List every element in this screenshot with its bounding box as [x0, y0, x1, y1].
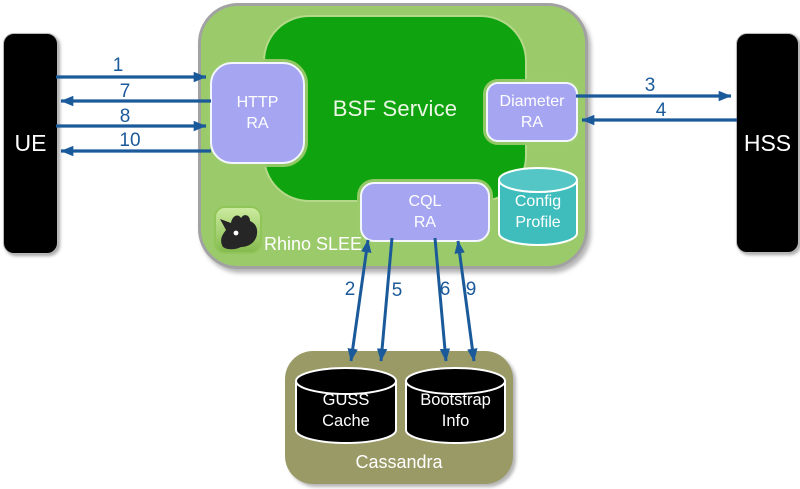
http-ra-label-line1: HTTP	[236, 94, 279, 111]
bootstrap-info-label-line2: Info	[441, 412, 470, 430]
hss-node: HSS	[736, 33, 799, 253]
cassandra-label: Cassandra	[355, 452, 443, 472]
guss-cache-cylinder: GUSS Cache	[295, 367, 397, 445]
config-profile-label-line2: Profile	[515, 213, 561, 231]
flow-label-6: 6	[439, 279, 451, 300]
diameter-ra-label-line2: RA	[520, 114, 544, 131]
config-profile-cylinder: Config Profile	[498, 167, 578, 246]
cylinder-shape-icon	[295, 367, 397, 444]
flow-label-5: 5	[391, 280, 403, 301]
flow-label-9: 9	[465, 279, 477, 300]
cylinder-shape-icon	[405, 367, 506, 444]
ue-node: UE	[3, 33, 58, 254]
diameter-ra-box: Diameter RA	[486, 82, 578, 142]
http-ra-label-line2: RA	[246, 115, 269, 132]
http-ra-box: HTTP RA	[210, 62, 305, 164]
cql-ra-label-line2: RA	[413, 214, 437, 231]
flow-label-10: 10	[119, 130, 141, 151]
ue-label: UE	[14, 130, 47, 156]
bootstrap-info-cylinder: Bootstrap Info	[405, 367, 506, 445]
flow-label-8: 8	[119, 106, 131, 127]
cql-ra-box: CQL RA	[360, 182, 490, 242]
hss-label: HSS	[743, 129, 792, 156]
cylinder-shape-icon	[498, 167, 578, 246]
rhino-logo-icon	[214, 206, 262, 254]
flow-label-3: 3	[644, 75, 656, 96]
cql-ra-label-line1: CQL	[408, 193, 442, 210]
bootstrap-info-label-line1: Bootstrap	[420, 391, 491, 409]
flow-label-2: 2	[344, 279, 356, 300]
diameter-ra-label-line1: Diameter	[499, 93, 565, 110]
bsf-service-label: BSF Service	[332, 95, 458, 121]
config-profile-label-line1: Config	[514, 192, 562, 210]
flow-label-7: 7	[119, 81, 131, 102]
bsf-service-box: BSF Service	[265, 17, 525, 200]
guss-cache-label-line1: GUSS	[322, 391, 370, 409]
flow-label-4: 4	[655, 100, 667, 121]
flow-label-1: 1	[112, 55, 124, 76]
rhino-slee-label: Rhino SLEE	[264, 234, 363, 254]
guss-cache-label-line2: Cache	[322, 412, 370, 430]
